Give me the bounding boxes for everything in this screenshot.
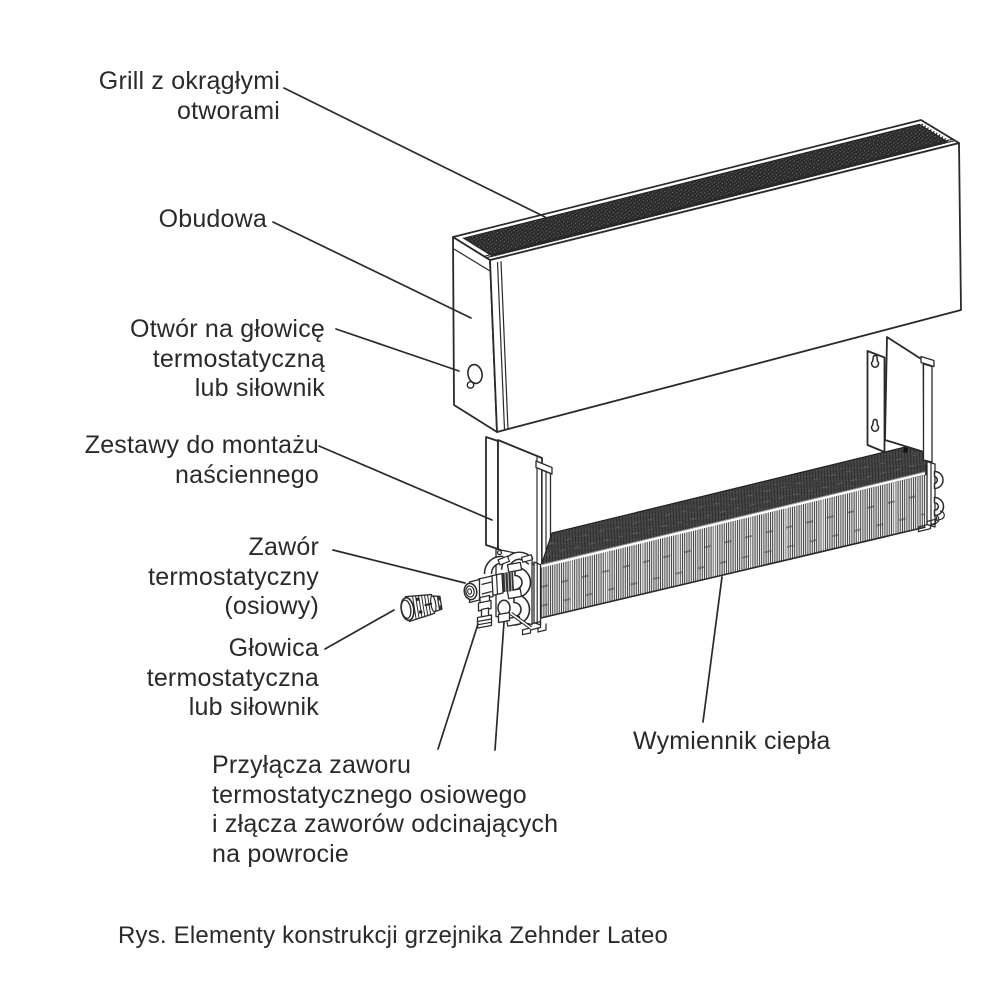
leader-obudowa — [272, 221, 472, 319]
leader-lines — [272, 87, 723, 751]
wall-bracket-left — [485, 436, 553, 601]
thermostatic-head — [400, 593, 443, 623]
leader-glowica — [324, 609, 395, 650]
leader-przylacza-1 — [437, 623, 479, 750]
wall-bracket-right — [866, 336, 935, 463]
return-bottom-connection — [497, 599, 511, 624]
label-obudowa: Obudowa — [158, 205, 267, 233]
label-przylacza: Przyłącza zaworu termostatycznego osiowe… — [212, 751, 559, 868]
label-otwor: Otwór na głowicę termostatyczną lub siło… — [130, 315, 325, 402]
leader-otwor — [335, 328, 460, 372]
heat-exchanger — [521, 441, 945, 636]
label-grill: Grill z okrągłymi otworami — [98, 67, 280, 125]
upper-connection-pipes — [483, 551, 534, 575]
figure-caption: Rys. Elementy konstrukcji grzejnika Zehn… — [118, 922, 669, 949]
bracket-left-plate — [497, 439, 543, 569]
thermostat-head-hole — [466, 363, 483, 389]
keyhole-slots — [870, 354, 880, 432]
bracket-right-plate — [884, 336, 925, 453]
label-zawor: Zawór termostatyczny (osiowy) — [148, 533, 319, 620]
housing-casing — [452, 119, 962, 433]
return-bend-pipes — [930, 470, 945, 526]
valve-bottom-connection — [476, 594, 493, 629]
bracket-left-wing — [485, 436, 499, 550]
label-zestawy: Zestawy do montażu naściennego — [84, 431, 319, 489]
leader-zawor — [332, 549, 466, 584]
leader-zestawy — [318, 445, 493, 521]
leader-przylacza-2 — [494, 621, 505, 751]
thermostatic-valve — [463, 571, 514, 604]
exchanger-front-face — [541, 474, 926, 618]
leader-grill — [283, 87, 546, 218]
leader-wymiennik — [702, 576, 723, 723]
label-glowica: Głowica termostatyczna lub siłownik — [146, 634, 319, 721]
label-wymiennik: Wymiennik ciepła — [633, 727, 831, 755]
valve-assembly — [463, 548, 534, 630]
